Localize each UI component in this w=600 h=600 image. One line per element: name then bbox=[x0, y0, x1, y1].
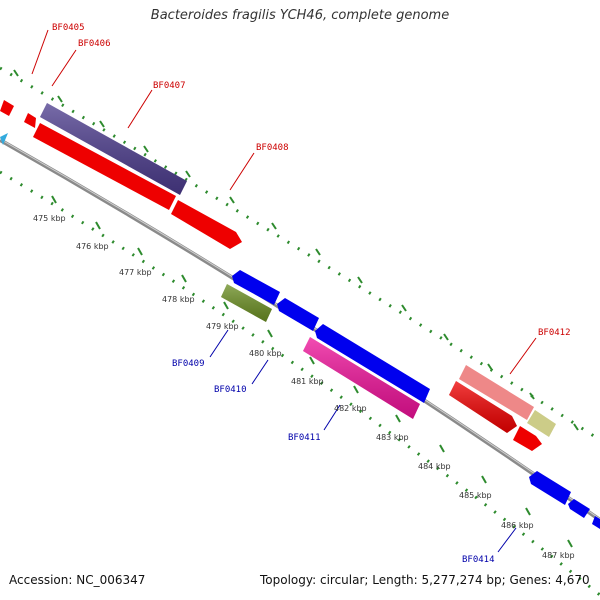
tick-label: 482 kbp bbox=[334, 404, 367, 413]
tick-label: 477 kbp bbox=[119, 268, 152, 277]
tick-label: 483 kbp bbox=[376, 433, 409, 442]
gene-bf0409-shade bbox=[221, 284, 272, 322]
label-bf0414[interactable]: BF0414 bbox=[462, 555, 495, 565]
label-bf0411[interactable]: BF0411 bbox=[288, 433, 321, 443]
label-bf0406[interactable]: BF0406 bbox=[78, 39, 111, 49]
coordinate-labels: 475 kbp 476 kbp 477 kbp 478 kbp 479 kbp … bbox=[33, 214, 575, 560]
gene-bf0408-left[interactable] bbox=[33, 123, 176, 210]
gene-start-marker bbox=[0, 133, 8, 145]
gene-bf0407-shade bbox=[40, 103, 187, 195]
genome-backbone-highlight bbox=[0, 138, 600, 520]
reverse-strand-genes bbox=[0, 133, 600, 529]
inner-ticks bbox=[51, 195, 573, 548]
forward-gene-shade bbox=[449, 381, 517, 433]
gene-bf0413[interactable] bbox=[527, 410, 556, 437]
gene-bf0414b[interactable] bbox=[568, 499, 590, 518]
gene-bf0408-right[interactable] bbox=[171, 200, 242, 249]
gene-bf0411-blue[interactable] bbox=[315, 324, 430, 403]
gene-bf0415[interactable] bbox=[592, 516, 600, 529]
gene-bf0414a[interactable] bbox=[529, 471, 571, 505]
label-bf0407[interactable]: BF0407 bbox=[153, 81, 186, 91]
label-bf0408[interactable]: BF0408 bbox=[256, 143, 289, 153]
accession-text: Accession: NC_006347 bbox=[9, 573, 146, 587]
gene-bf0411-shade bbox=[303, 337, 420, 419]
map-title: Bacteroides fragilis YCH46, complete gen… bbox=[150, 8, 450, 23]
label-bf0409[interactable]: BF0409 bbox=[172, 359, 205, 369]
gene-labels: BF0405 BF0406 BF0407 BF0408 BF0412 BF040… bbox=[52, 23, 571, 565]
genome-backbone bbox=[0, 138, 600, 522]
tick-label: 479 kbp bbox=[206, 322, 239, 331]
tick-label: 486 kbp bbox=[501, 521, 534, 530]
gene-bf0410b[interactable] bbox=[277, 298, 319, 331]
tick-label: 478 kbp bbox=[162, 295, 195, 304]
gene-bf0413b[interactable] bbox=[513, 426, 542, 451]
outer-ticks bbox=[13, 69, 579, 431]
tick-label: 481 kbp bbox=[291, 377, 324, 386]
forward-strand-genes bbox=[0, 100, 556, 451]
label-bf0412[interactable]: BF0412 bbox=[538, 328, 571, 338]
label-bf0405[interactable]: BF0405 bbox=[52, 23, 85, 33]
gene-bf0405[interactable] bbox=[0, 100, 14, 116]
gene-bf0406[interactable] bbox=[24, 113, 36, 128]
gene-callouts bbox=[31, 29, 537, 553]
inner-dotted-ring bbox=[0, 170, 600, 597]
genome-summary-text: Topology: circular; Length: 5,277,274 bp… bbox=[260, 573, 590, 587]
gene-bf0410a[interactable] bbox=[232, 270, 280, 305]
grid-lines bbox=[0, 66, 600, 597]
tick-label: 480 kbp bbox=[249, 349, 282, 358]
gene-bf0412[interactable] bbox=[459, 365, 534, 420]
label-bf0410[interactable]: BF0410 bbox=[214, 385, 247, 395]
tick-label: 476 kbp bbox=[76, 242, 109, 251]
tick-label: 487 kbp bbox=[542, 551, 575, 560]
tick-label: 484 kbp bbox=[418, 462, 451, 471]
tick-label: 475 kbp bbox=[33, 214, 66, 223]
tick-label: 485 kbp bbox=[459, 491, 492, 500]
